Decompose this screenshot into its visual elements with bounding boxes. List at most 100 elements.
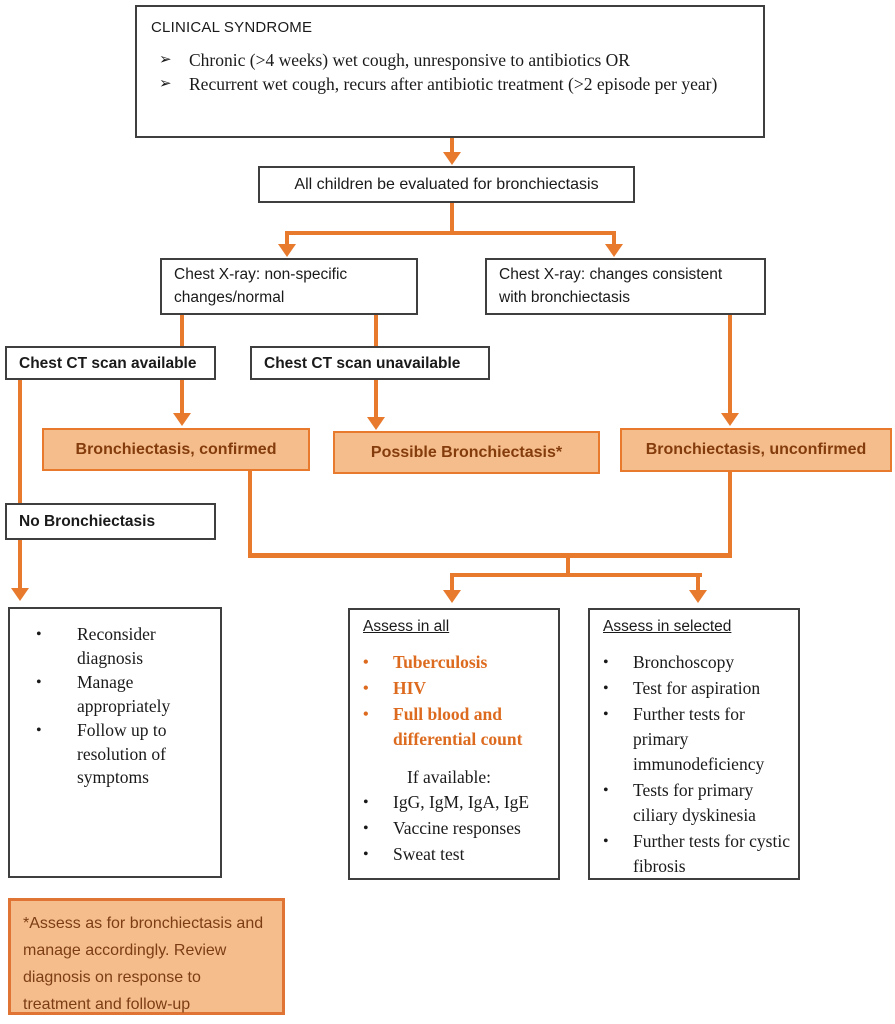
assess-all-title: Assess in all <box>363 618 450 635</box>
possible-label: Possible Bronchiectasis* <box>370 443 563 461</box>
arrowhead-into-possible <box>367 417 385 430</box>
list-item-text: Manage appropriately <box>77 672 171 716</box>
ct-available-box: Chest CT scan available <box>5 346 216 380</box>
line-split-right-stub <box>612 233 616 246</box>
list-item-text: Tests for primary ciliary dyskinesia <box>633 780 756 825</box>
footnote-text: *Assess as for bronchiectasis and manage… <box>23 915 264 1013</box>
list-item: • Reconsider diagnosis <box>36 623 214 670</box>
evaluate-label: All children be evaluated for bronchiect… <box>294 176 599 193</box>
dot-bullet-icon: • <box>603 654 609 671</box>
confirmed-label: Bronchiectasis, confirmed <box>75 440 277 458</box>
clinical-syndrome-list: ➢ Chronic (>4 weeks) wet cough, unrespon… <box>151 49 751 96</box>
list-item-text: Further tests for cystic fibrosis <box>633 831 790 876</box>
line-bracket-horizontal <box>450 573 702 577</box>
line-bracket-right-stub <box>696 575 700 592</box>
line-confirmed-down <box>248 471 252 557</box>
dot-bullet-icon: • <box>363 654 369 671</box>
arrowhead-into-reconsider <box>11 588 29 601</box>
arrowhead-into-assess-all <box>443 590 461 603</box>
dot-bullet-icon: • <box>363 820 369 837</box>
dot-bullet-icon: • <box>36 626 42 643</box>
no-bronchiectasis-label: No Bronchiectasis <box>19 513 156 530</box>
dot-bullet-icon: • <box>363 846 369 863</box>
assess-all-box: Assess in all • Tuberculosis • HIV • Ful… <box>348 608 560 880</box>
line-split-left-stub <box>285 233 289 246</box>
line-center-stub <box>566 556 570 575</box>
list-item-text: HIV <box>393 678 427 698</box>
assess-selected-box: Assess in selected • Bronchoscopy • Test… <box>588 608 800 880</box>
list-item-text: Vaccine responses <box>393 818 521 838</box>
chevron-bullet-icon: ➢ <box>159 76 172 92</box>
line-xray-to-ct-available <box>180 315 184 346</box>
list-item-text: Further tests for primary immunodeficien… <box>633 704 765 774</box>
line-ct-available-to-no-bronchiectasis <box>18 380 22 503</box>
line-ct-available-to-confirmed <box>180 380 184 415</box>
dot-bullet-icon: • <box>363 794 369 811</box>
reconsider-list: • Reconsider diagnosis • Manage appropri… <box>36 623 214 790</box>
unconfirmed-label: Bronchiectasis, unconfirmed <box>645 441 867 458</box>
dot-bullet-icon: • <box>603 706 609 723</box>
arrowhead-into-xray-consistent <box>605 244 623 257</box>
list-item-text: Test for aspiration <box>633 678 761 698</box>
assess-all-subheading: If available: <box>407 767 492 787</box>
list-item-text: Sweat test <box>393 844 465 864</box>
ct-available-label: Chest CT scan available <box>19 354 197 372</box>
line-split-horizontal <box>285 231 616 235</box>
list-item-text: Tuberculosis <box>393 652 488 672</box>
line-clinical-to-evaluate <box>450 138 454 154</box>
unconfirmed-box: Bronchiectasis, unconfirmed <box>620 428 892 472</box>
line-no-bronchiectasis-down <box>18 540 22 588</box>
list-item-text: Chronic (>4 weeks) wet cough, unresponsi… <box>189 50 630 70</box>
possible-box: Possible Bronchiectasis* <box>333 431 600 474</box>
list-item: ➢ Chronic (>4 weeks) wet cough, unrespon… <box>151 49 751 72</box>
list-item: • Tests for primary ciliary dyskinesia <box>603 778 792 828</box>
list-item: • Follow up to resolution of symptoms <box>36 719 214 790</box>
ct-unavailable-box: Chest CT scan unavailable <box>250 346 490 380</box>
xray-nonspecific-label: Chest X-ray: non-specific changes/normal <box>174 266 348 306</box>
line-xray-to-ct-unavailable <box>374 315 378 346</box>
list-item: ➢ Recurrent wet cough, recurs after anti… <box>151 73 751 96</box>
assess-selected-title: Assess in selected <box>603 618 732 635</box>
list-item: • Further tests for primary immunodefici… <box>603 702 792 777</box>
reconsider-box: • Reconsider diagnosis • Manage appropri… <box>8 607 222 878</box>
chevron-bullet-icon: ➢ <box>159 52 172 68</box>
arrowhead-into-confirmed <box>173 413 191 426</box>
footnote-box: *Assess as for bronchiectasis and manage… <box>8 898 285 1015</box>
dot-bullet-icon: • <box>36 674 42 691</box>
list-item: • Sweat test <box>363 842 552 867</box>
line-unconfirmed-down <box>728 472 732 557</box>
list-item: • Full blood and differential count <box>363 702 552 752</box>
arrowhead-into-assess-selected <box>689 590 707 603</box>
arrowhead-into-unconfirmed <box>721 413 739 426</box>
list-item: • Bronchoscopy <box>603 650 792 675</box>
clinical-syndrome-box: CLINICAL SYNDROME ➢ Chronic (>4 weeks) w… <box>135 5 765 138</box>
list-item: • Test for aspiration <box>603 676 792 701</box>
arrowhead-into-xray-nonspecific <box>278 244 296 257</box>
line-evaluate-down <box>450 203 454 233</box>
ct-unavailable-label: Chest CT scan unavailable <box>264 354 461 372</box>
list-item-text: Follow up to resolution of symptoms <box>77 720 167 787</box>
xray-nonspecific-box: Chest X-ray: non-specific changes/normal <box>160 258 418 315</box>
confirmed-box: Bronchiectasis, confirmed <box>42 428 310 471</box>
xray-consistent-label: Chest X-ray: changes consistent with bro… <box>499 266 723 306</box>
list-item: • Vaccine responses <box>363 816 552 841</box>
list-item-text: Full blood and differential count <box>393 704 523 749</box>
list-item: • Tuberculosis <box>363 650 552 675</box>
list-item-text: Bronchoscopy <box>633 652 735 672</box>
list-item-text: Reconsider diagnosis <box>77 624 156 668</box>
assess-all-highlight-list: • Tuberculosis • HIV • Full blood and di… <box>363 650 552 752</box>
line-xray-to-unconfirmed <box>728 315 732 415</box>
dot-bullet-icon: • <box>363 706 369 723</box>
no-bronchiectasis-box: No Bronchiectasis <box>5 503 216 540</box>
list-item: • Manage appropriately <box>36 671 214 718</box>
list-item-text: IgG, IgM, IgA, IgE <box>393 792 530 812</box>
list-item: • Further tests for cystic fibrosis <box>603 829 792 879</box>
line-bracket-left-stub <box>450 575 454 592</box>
xray-consistent-box: Chest X-ray: changes consistent with bro… <box>485 258 766 315</box>
list-item-text: Recurrent wet cough, recurs after antibi… <box>189 74 718 94</box>
arrowhead-into-evaluate <box>443 152 461 165</box>
evaluate-box: All children be evaluated for bronchiect… <box>258 166 635 203</box>
line-join-horizontal <box>248 553 732 558</box>
clinical-syndrome-title: CLINICAL SYNDROME <box>151 19 313 36</box>
